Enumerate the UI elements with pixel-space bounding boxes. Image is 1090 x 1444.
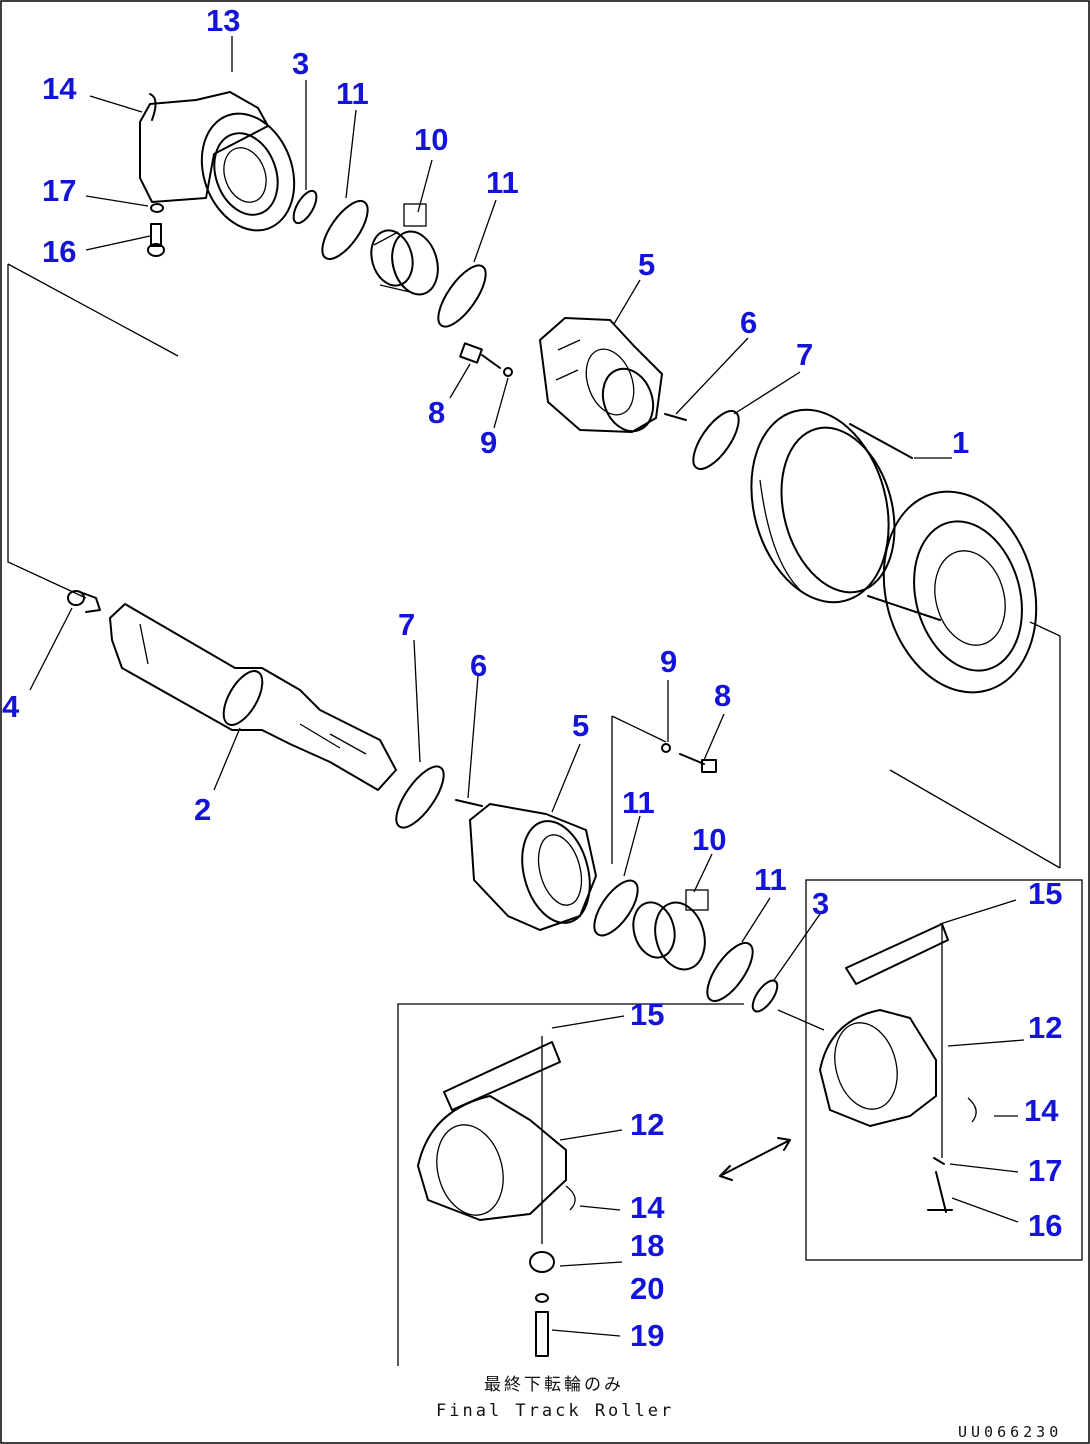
- callout-13: 13: [206, 3, 240, 38]
- callout-14: 14: [1024, 1093, 1059, 1128]
- final-roller-inset-box: [805, 879, 1083, 1261]
- callout-labels: 13 14 3 11 10 11 17 16 5 6 7 8 9 1 4 7 6…: [2, 3, 1062, 1353]
- callout-17: 17: [42, 173, 76, 208]
- callout-11: 11: [486, 165, 519, 200]
- callout-14: 14: [42, 71, 77, 106]
- callout-18: 18: [630, 1228, 664, 1263]
- shaft-2-drawing: [109, 603, 397, 791]
- callout-14: 14: [630, 1190, 665, 1225]
- bolt-8-upper-drawing: [459, 342, 513, 377]
- callout-7: 7: [796, 337, 813, 372]
- oring-7-lower-drawing: [395, 765, 445, 829]
- oring-7-upper-drawing: [692, 410, 740, 470]
- seal-10-upper-drawing: [370, 203, 439, 296]
- caption-japanese: 最終下転輪のみ: [484, 1375, 624, 1395]
- bushing-5-lower-drawing: [469, 803, 597, 931]
- drawing-code: UU066230: [958, 1423, 1062, 1441]
- collar-12-right-drawing: [819, 923, 977, 1213]
- oring-11-upper-b-drawing: [437, 264, 487, 328]
- bushing-5-upper-drawing: [539, 317, 663, 433]
- callout-11: 11: [622, 785, 655, 820]
- seal-10-lower-drawing: [632, 889, 709, 971]
- callout-15: 15: [1028, 876, 1062, 911]
- callout-10: 10: [692, 822, 726, 857]
- track-roller-1-drawing: [750, 408, 1038, 694]
- callout-6: 6: [470, 648, 487, 683]
- callout-12: 12: [630, 1107, 664, 1142]
- callout-8: 8: [714, 678, 731, 713]
- callout-6: 6: [740, 305, 757, 340]
- pin-6-upper-drawing: [664, 413, 687, 421]
- bolt-16-upper-drawing: [147, 203, 165, 257]
- callout-2: 2: [194, 792, 211, 827]
- callout-5: 5: [638, 247, 655, 282]
- callout-8: 8: [428, 395, 445, 430]
- oring-11-upper-a-drawing: [321, 200, 369, 260]
- pin-6-lower-drawing: [455, 799, 483, 807]
- callout-16: 16: [1028, 1208, 1062, 1243]
- callout-17: 17: [1028, 1153, 1062, 1188]
- callout-5: 5: [572, 708, 589, 743]
- bolt-8-lower-drawing: [661, 743, 717, 773]
- callout-16: 16: [42, 234, 76, 269]
- callout-9: 9: [660, 644, 677, 679]
- callout-3: 3: [292, 46, 309, 81]
- callout-11: 11: [336, 76, 369, 111]
- callout-11: 11: [754, 862, 787, 897]
- callout-4: 4: [2, 689, 20, 724]
- oring-11-lower-a-drawing: [593, 879, 639, 937]
- plug-4-drawing: [67, 590, 101, 613]
- collar-12-left-drawing: [417, 1041, 576, 1357]
- callout-19: 19: [630, 1318, 664, 1353]
- callout-12: 12: [1028, 1010, 1062, 1045]
- callout-20: 20: [630, 1271, 664, 1306]
- ring-3-lower-drawing: [751, 979, 779, 1013]
- callout-7: 7: [398, 607, 415, 642]
- double-arrow-icon: [719, 1137, 791, 1181]
- caption-english: Final Track Roller: [436, 1401, 674, 1421]
- ring-3-upper-drawing: [292, 189, 318, 225]
- leader-lines: [7, 36, 1061, 1337]
- callout-10: 10: [414, 122, 448, 157]
- callout-15: 15: [630, 997, 664, 1032]
- oring-11-lower-b-drawing: [706, 942, 754, 1002]
- callout-9: 9: [480, 425, 497, 460]
- callout-1: 1: [952, 425, 969, 460]
- callout-3: 3: [812, 886, 829, 921]
- collar-13-drawing: [139, 91, 296, 232]
- standard-roller-inset-box: [397, 1003, 744, 1366]
